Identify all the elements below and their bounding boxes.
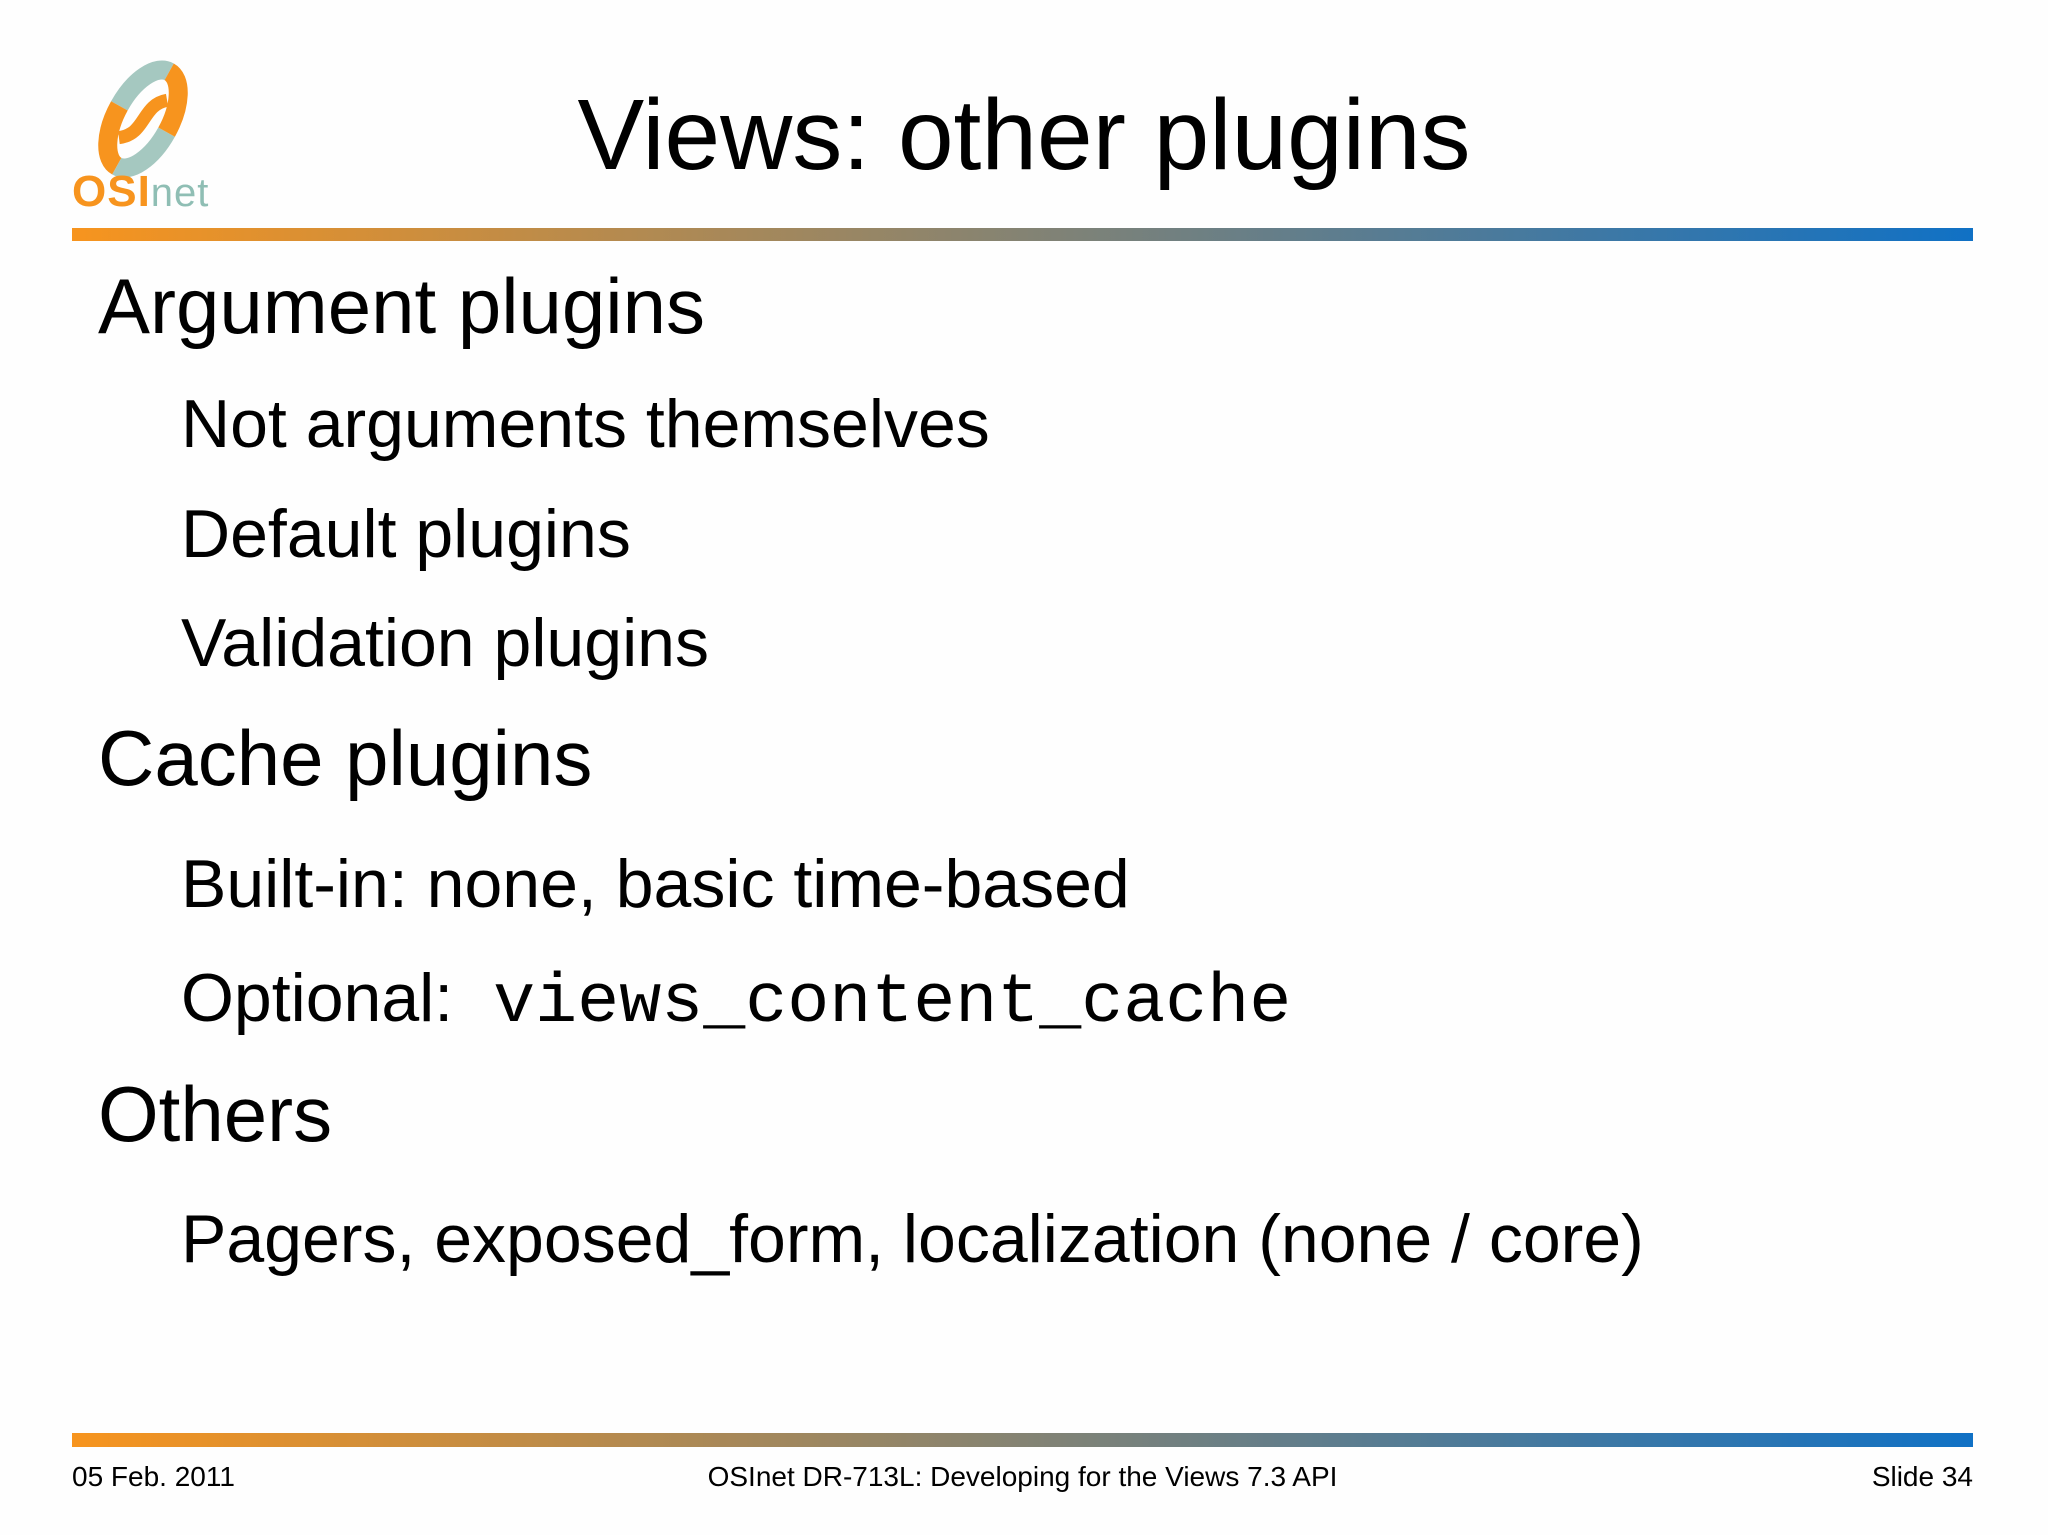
bullet-optional-cache: Optional: views_content_cache — [181, 958, 1291, 1046]
bullet-argument-plugins: Argument plugins — [98, 262, 706, 350]
logo-brand-primary: OSI — [72, 167, 151, 216]
bullet-cache-plugins: Cache plugins — [98, 714, 593, 802]
footer-title: OSInet DR-713L: Developing for the Views… — [707, 1461, 1338, 1492]
bullet-validation-plugins: Validation plugins — [181, 605, 709, 681]
osinet-logo-mark-icon — [98, 60, 188, 178]
logo-brand-secondary: net — [150, 171, 210, 215]
bullet-default-plugins: Default plugins — [181, 496, 631, 572]
bullet-optional-label: Optional: — [181, 960, 454, 1036]
slide-title: Views: other plugins — [577, 79, 1471, 191]
footer: 05 Feb. 2011 OSInet DR-713L: Developing … — [72, 1461, 1973, 1493]
bullet-built-in-cache: Built-in: none, basic time-based — [181, 846, 1130, 922]
footer-slide-number: Slide 34 — [1871, 1461, 1973, 1492]
code-views-content-cache: views_content_cache — [493, 964, 1292, 1043]
footer-rule — [72, 1433, 1973, 1447]
header-rule — [72, 228, 1973, 241]
osinet-logo: OSInet — [70, 40, 240, 225]
bullet-others: Others — [98, 1070, 333, 1158]
bullet-not-arguments: Not arguments themselves — [181, 386, 990, 462]
bullet-pagers-exposed-form: Pagers, exposed_form, localization (none… — [181, 1201, 1644, 1277]
osinet-logo-text: OSInet — [72, 166, 209, 219]
footer-date: 05 Feb. 2011 — [72, 1461, 235, 1492]
